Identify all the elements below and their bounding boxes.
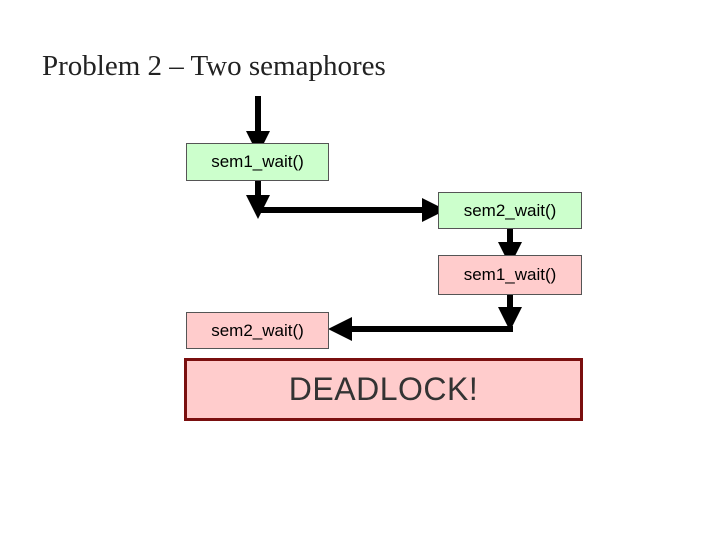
process2-sem1-wait-box: sem1_wait(): [438, 255, 582, 295]
process2-sem2-wait-box: sem2_wait(): [438, 192, 582, 229]
process1-sem1-wait-label: sem1_wait(): [211, 152, 304, 171]
process1-sem2-wait-label: sem2_wait(): [211, 320, 304, 340]
process1-sem2-wait-box: sem2_wait(): [186, 312, 329, 349]
deadlock-label: DEADLOCK!: [288, 371, 479, 407]
process2-sem2-wait-label: sem2_wait(): [463, 200, 557, 220]
process1-sem1-wait-box: sem1_wait(): [186, 143, 329, 181]
process2-sem1-wait-label: sem1_wait(): [463, 265, 557, 284]
deadlock-banner: DEADLOCK!: [184, 358, 583, 421]
slide-title: Problem 2 – Two semaphores: [42, 50, 386, 82]
